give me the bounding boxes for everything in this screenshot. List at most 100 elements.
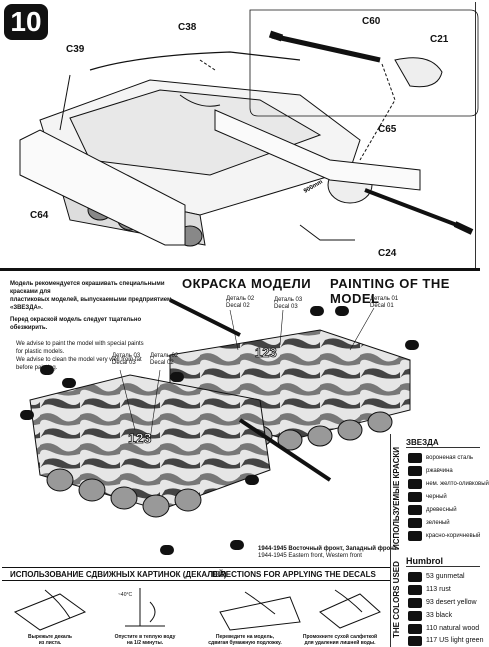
color-callout-marker — [405, 340, 419, 350]
decals-title-en: DIRECTIONS FOR APPLYING THE DECALS — [212, 570, 376, 579]
humbrol-color-row: 53 gunmetal — [406, 571, 480, 583]
color-name: 53 gunmetal — [426, 573, 465, 580]
decal-label-en: Decal 02 — [150, 360, 174, 366]
decal-label-en: Decal 03 — [274, 304, 298, 310]
color-num-badge — [408, 624, 422, 634]
color-num-badge — [408, 611, 422, 621]
decal-label-ru: Деталь 01 — [370, 296, 399, 302]
color-num-badge — [408, 636, 422, 646]
zvezda-color-row: черный — [406, 491, 480, 503]
section-divider — [0, 268, 480, 271]
decal-step-line: из листа. — [38, 640, 62, 646]
color-name: вороненая сталь — [426, 455, 473, 461]
decal-label-ru: Деталь 02 — [150, 353, 179, 359]
decal-label-upper-3: Деталь 01 Decal 01 — [370, 296, 398, 310]
zvezda-color-row: зеленый — [406, 517, 480, 529]
decals-instructions-bar: ИСПОЛЬЗОВАНИЕ СДВИЖНЫХ КАРТИНОК (ДЕКАЛЕЙ… — [2, 567, 390, 581]
part-label-c38: C38 — [178, 22, 197, 33]
color-callout-marker — [62, 378, 76, 388]
decal-step-line: сдвигая бумажную подложку. — [208, 640, 282, 646]
front-note-ru: 1944-1945 Восточный фронт, Западный фрон… — [258, 546, 397, 552]
painting-notes: Модель рекомендуется окрашивать специаль… — [10, 280, 180, 372]
color-callout-marker — [170, 372, 184, 382]
zvezda-color-row: ржавчина — [406, 465, 480, 477]
part-label-c65: C65 — [378, 124, 397, 135]
colors-title-en: THE COLORS USED — [392, 561, 401, 639]
decal-step-line: Опустите в теплую воду — [114, 634, 176, 640]
color-num-badge — [408, 479, 422, 489]
part-label-c64: C64 — [30, 210, 49, 221]
color-name: 93 desert yellow — [426, 599, 477, 606]
color-callout-marker — [310, 306, 324, 316]
decal-step-line: Переведите на модель, — [215, 634, 275, 640]
color-num-badge — [408, 572, 422, 582]
hull-number-lower: 123 — [128, 430, 152, 447]
zvezda-color-row: нем. желто-оливковый — [406, 478, 489, 490]
color-name: 110 natural wood — [426, 625, 480, 632]
decal-label-ru: Деталь 02 — [226, 296, 255, 302]
color-num-badge — [408, 505, 422, 515]
color-name: нем. желто-оливковый — [426, 481, 489, 487]
assembly-drawing: 900mm — [19, 9, 479, 247]
color-num-badge — [408, 492, 422, 502]
color-name: зеленый — [426, 520, 450, 526]
color-name: 113 rust — [426, 586, 451, 593]
humbrol-color-row: 93 desert yellow — [406, 597, 480, 609]
note-ru-2: пластиковых моделей, выпускаемыми предпр… — [10, 297, 172, 311]
part-label-c24: C24 — [378, 248, 397, 259]
color-name: 33 black — [426, 612, 453, 619]
color-callout-marker — [230, 540, 244, 550]
decal-step-3: Переведите на модель,сдвигая бумажную по… — [205, 634, 285, 646]
color-name: древесный — [426, 507, 457, 513]
front-note-en: 1944-1945 Eastern front, Western front — [258, 553, 362, 559]
decal-label-en: Decal 02 — [226, 303, 250, 309]
decal-label-lower-2: Деталь 02 Decal 02 — [150, 353, 178, 367]
color-num-badge — [408, 585, 422, 595]
color-callout-marker — [245, 475, 259, 485]
step-number-badge: 10 — [4, 4, 48, 40]
note-en-1: We advise to paint the model with specia… — [16, 341, 144, 347]
note-ru-3: Перед окраской модель следует тщательно … — [10, 317, 142, 331]
decal-step-line: Промокните сухой салфеткой — [302, 634, 378, 640]
note-en-4: before painting. — [16, 365, 58, 371]
color-callout-marker — [160, 545, 174, 555]
decal-label-en: Decal 01 — [370, 303, 394, 309]
humbrol-color-row: 33 black — [406, 610, 480, 622]
zvezda-title: ЗВЕЗДА — [406, 438, 480, 448]
color-num-badge — [408, 453, 422, 463]
color-callout-marker — [20, 410, 34, 420]
front-note: 1944-1945 Восточный фронт, Западный фрон… — [258, 546, 397, 560]
color-callout-marker — [40, 365, 54, 375]
decal-label-ru: Деталь 03 — [274, 297, 303, 303]
color-num-badge — [408, 466, 422, 476]
part-label-c60: C60 — [362, 16, 381, 27]
note-ru-1: Модель рекомендуется окрашивать специаль… — [10, 281, 165, 295]
decal-label-upper-1: Деталь 02 Decal 02 — [226, 296, 254, 310]
color-name: 117 US light green — [426, 637, 484, 644]
humbrol-color-row: 110 natural wood — [406, 623, 480, 635]
color-callout-marker — [335, 306, 349, 316]
painting-header-en: PAINTING OF THE MODEL — [330, 276, 450, 306]
decal-steps-drawing — [13, 588, 381, 631]
color-num-badge — [408, 531, 422, 541]
color-num-badge — [408, 598, 422, 608]
water-temp-label: ~40°C — [118, 592, 133, 598]
note-en-3: We advise to clean the model very well f… — [16, 357, 142, 363]
note-en-2: for plastic models. — [16, 349, 65, 355]
colors-panel — [390, 434, 480, 647]
hull-number-upper: 123 — [255, 345, 277, 361]
color-name: ржавчина — [426, 468, 453, 474]
decal-label-upper-2: Деталь 03 Decal 03 — [274, 297, 302, 311]
humbrol-color-row: 117 US light green — [406, 635, 484, 647]
part-label-c39: C39 — [66, 44, 85, 55]
assembly-step-frame — [6, 2, 476, 268]
decal-label-lower-1: Деталь 03 Decal 03 — [112, 353, 140, 367]
decals-title-ru: ИСПОЛЬЗОВАНИЕ СДВИЖНЫХ КАРТИНОК (ДЕКАЛЕЙ… — [10, 570, 227, 579]
zvezda-color-row: древесный — [406, 504, 480, 516]
humbrol-title: Humbrol — [406, 556, 480, 567]
color-num-badge — [408, 518, 422, 528]
color-name: красно-коричневый — [426, 533, 481, 539]
decal-step-line: Вырежьте декаль — [28, 634, 72, 640]
